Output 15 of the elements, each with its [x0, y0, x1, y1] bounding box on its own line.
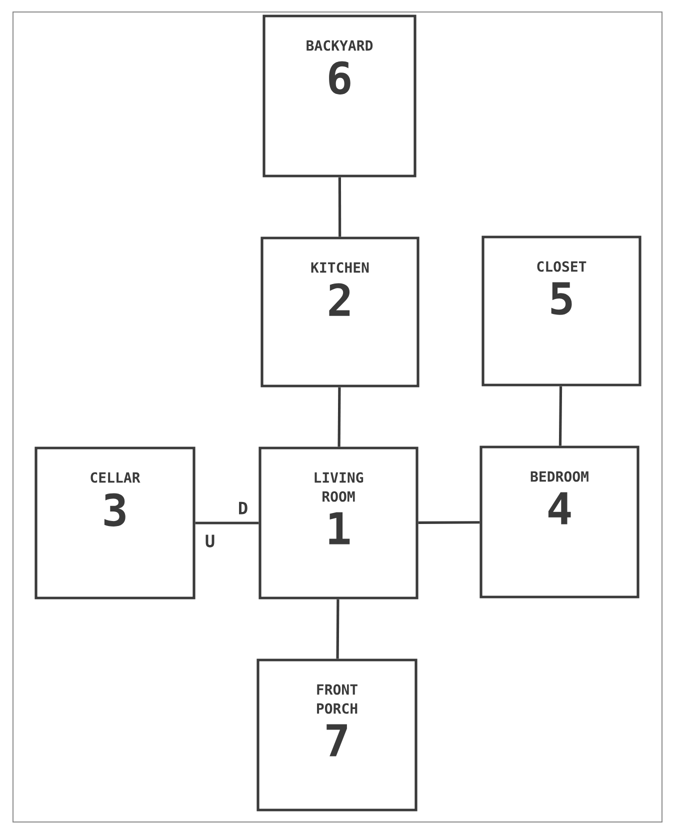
room-box: CLOSET 5: [482, 236, 642, 386]
stair-label: D: [239, 502, 248, 514]
connector-line: [195, 522, 259, 524]
room-box: KITCHEN 2: [260, 236, 420, 388]
room-box: BACKYARD 6: [262, 14, 416, 178]
connector-line: [558, 386, 562, 446]
room-box: BEDROOM 4: [480, 446, 640, 598]
connector-line: [338, 387, 341, 447]
connector-line: [338, 177, 342, 237]
connector-line: [336, 599, 340, 659]
room-box: CELLAR 3: [34, 446, 196, 600]
connector-line: [418, 521, 480, 524]
room-box: FRONT PORCH 7: [256, 658, 418, 812]
room-box: LIVING ROOM 1: [258, 446, 418, 600]
stair-label: U: [206, 534, 214, 548]
